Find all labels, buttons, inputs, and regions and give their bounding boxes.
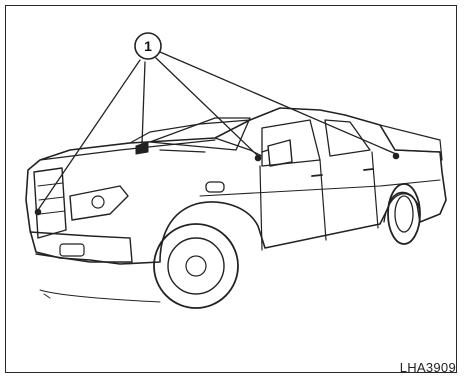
ground-shadow xyxy=(40,290,160,302)
side-mirror xyxy=(268,140,292,166)
front-grille xyxy=(34,168,66,238)
callout-leaders xyxy=(38,52,396,210)
headlight xyxy=(70,186,128,220)
rear-door-window xyxy=(325,120,370,156)
fog-light xyxy=(60,244,84,256)
callout-marker: 1 xyxy=(135,33,161,59)
front-door-window xyxy=(262,120,320,166)
front-wheel xyxy=(154,224,238,308)
fuel-door xyxy=(206,182,224,192)
callout-number: 1 xyxy=(144,38,152,54)
figure-code: LHA3909 xyxy=(400,360,456,375)
